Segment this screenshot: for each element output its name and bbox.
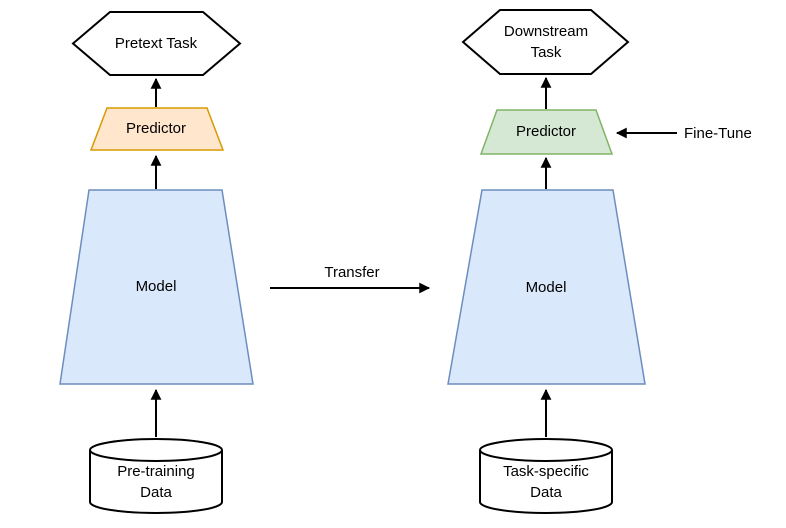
pretraining-data-cylinder <box>89 438 223 514</box>
pretext-predictor-trapezoid <box>89 107 225 151</box>
pretraining-model-trapezoid <box>59 189 254 385</box>
pretext-task-hexagon <box>71 11 242 76</box>
finetuning-model-trapezoid <box>447 189 646 385</box>
downstream-predictor-trapezoid <box>479 109 614 155</box>
task-specific-data-cylinder <box>479 438 613 514</box>
downstream-task-hexagon <box>461 9 630 75</box>
